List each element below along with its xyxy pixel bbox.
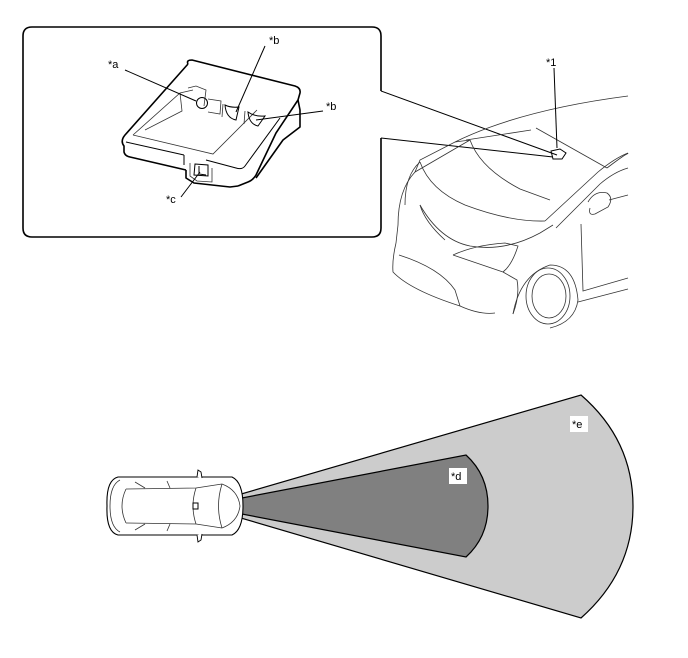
vehicle-front-view-illustration [392, 95, 629, 329]
callout-a: *a [108, 59, 197, 102]
vehicle-top-view-illustration [106, 469, 244, 543]
callout-label-a: *a [108, 59, 119, 71]
callout-1: *1 [546, 57, 558, 149]
callout-c: *c [166, 171, 201, 206]
callout-label-b-2: *b [326, 101, 336, 113]
inner-range-shape [199, 454, 489, 558]
sensor-marker [192, 502, 199, 510]
callout-label-d: *d [451, 471, 461, 483]
detection-range-inner: *d [199, 454, 489, 558]
callout-b-1: *b [235, 35, 279, 113]
callout-label-e: *e [572, 419, 582, 431]
callout-label-b-1: *b [269, 35, 279, 47]
callout-label-c: *c [166, 194, 176, 206]
callout-label-1: *1 [546, 57, 556, 69]
sensor-module-illustration [121, 59, 301, 188]
callout-b-2: *b [255, 101, 336, 121]
label-bg-d [449, 468, 467, 484]
label-bg-e [570, 416, 588, 432]
inset-frame [22, 26, 558, 238]
